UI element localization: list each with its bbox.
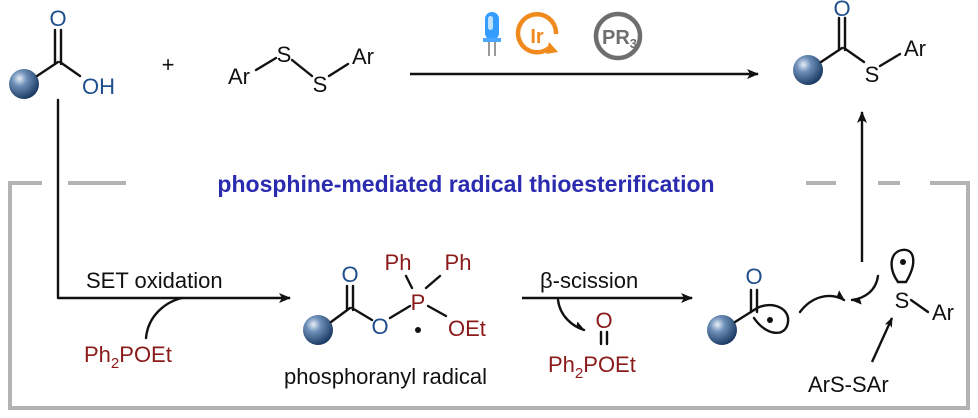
intermediate-ph2: Ph	[445, 250, 472, 275]
acid-carbonyl-oxygen: O	[49, 6, 66, 31]
intermediate-phosphorus: P	[411, 290, 426, 315]
diaryl-disulfide: Ar S S Ar	[228, 42, 374, 97]
intermediate-carbonyl-o: O	[341, 262, 358, 287]
acyl-oxygen: O	[745, 264, 762, 289]
phosphate-byproduct: O Ph2POEt	[548, 308, 636, 382]
disulfide-s1: S	[277, 42, 292, 67]
carboxylic-acid: O OH	[9, 6, 115, 99]
phosphoranyl-radical: O O P Ph Ph OEt phosphoranyl radical	[284, 250, 487, 389]
intermediate-ph1: Ph	[385, 250, 412, 275]
byproduct-oxygen: O	[595, 308, 612, 333]
thiyl-source: ArS-SAr	[808, 372, 889, 397]
byproduct-release-curve	[556, 298, 586, 332]
intermediate-oet: OEt	[448, 316, 486, 341]
acid-hydroxyl: OH	[82, 74, 115, 99]
thiyl-orbital-lobe	[890, 248, 915, 284]
intermediate-ball-icon	[303, 315, 333, 345]
acyl-ball-icon	[707, 315, 737, 345]
thiyl-radical: S Ar ArS-SAr	[808, 248, 954, 397]
byproduct-ph2poet: Ph2POEt	[548, 352, 636, 382]
reagent-entry-curve	[144, 296, 184, 340]
mechanism-frame	[8, 181, 970, 410]
substrate-ball-icon	[9, 69, 39, 99]
product-ar: Ar	[904, 36, 926, 61]
coupling-arrow-left	[798, 290, 846, 314]
plus-sign: +	[162, 52, 175, 77]
scission-label: β-scission	[540, 268, 638, 293]
pr3-label: PR3	[602, 27, 637, 51]
product-sulfur: S	[865, 62, 880, 87]
ir-label: Ir	[530, 26, 544, 48]
thiyl-ar: Ar	[932, 300, 954, 325]
iridium-photocatalyst: Ir	[515, 12, 559, 55]
set-label: SET oxidation	[86, 268, 223, 293]
product-oxygen: O	[833, 0, 850, 21]
coupling-arrow-right	[850, 274, 880, 305]
cycle-arrow-icon	[546, 42, 558, 54]
disulfide-s2: S	[313, 72, 328, 97]
radical-dot	[415, 327, 421, 333]
acyl-orbital-lobe	[752, 303, 790, 334]
disulfide-ar-right: Ar	[352, 44, 374, 69]
product-ball-icon	[793, 55, 823, 85]
reagent-ph2poet: Ph2POEt	[84, 342, 172, 372]
thioester-product: O S Ar	[793, 0, 926, 87]
thiyl-sulfur: S	[895, 288, 910, 313]
disulfide-ar-left: Ar	[228, 64, 250, 89]
scheme-title: phosphine-mediated radical thioesterific…	[217, 171, 714, 197]
phosphine-reagent: PR3	[593, 11, 643, 61]
thiyl-radical-dot	[900, 259, 906, 265]
acyl-radical: O	[707, 264, 790, 345]
intermediate-link-o: O	[371, 314, 388, 339]
acyl-radical-dot	[767, 317, 773, 323]
led-icon	[483, 12, 501, 56]
intermediate-caption: phosphoranyl radical	[284, 364, 487, 389]
thiyl-source-arrow	[870, 317, 894, 363]
